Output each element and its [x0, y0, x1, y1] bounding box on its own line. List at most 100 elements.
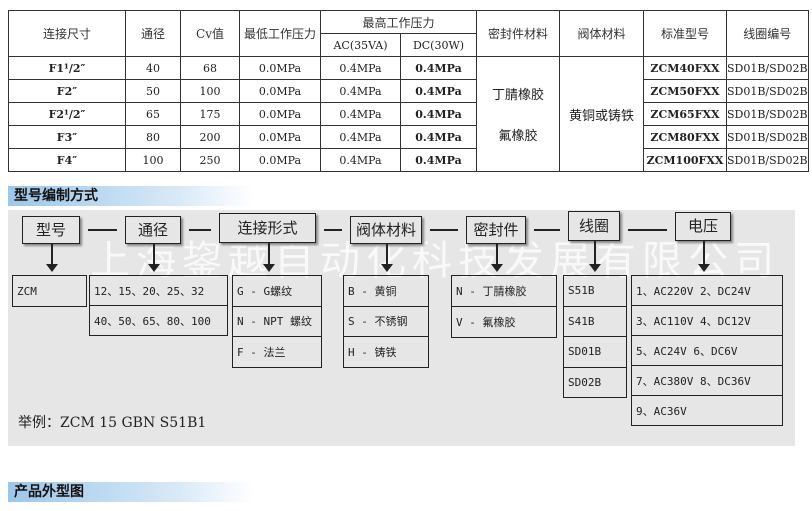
header-cv: Cv值 — [180, 10, 240, 57]
arrow-down-icon — [589, 241, 601, 272]
example-text: 举例：ZCM 15 GBN S51B1 — [18, 415, 207, 431]
cell-dc: 0.4MPa — [400, 125, 477, 149]
seal-fkm: 氟橡胶 — [498, 129, 538, 144]
head-seal: 密封件 — [466, 216, 526, 244]
header-coil: 线圈编号 — [726, 10, 809, 57]
cell-cv: 100 — [180, 79, 240, 103]
cell-bore: 50 — [125, 79, 181, 103]
cell-cv: 250 — [180, 148, 240, 172]
cell-model: ZCM65FXX — [643, 102, 727, 126]
head-model: 型号 — [22, 216, 80, 244]
cell-cv: 200 — [180, 125, 240, 149]
cell-size: F3″ — [8, 125, 126, 149]
seal-option: N - 丁腈橡胶 — [451, 275, 557, 307]
cell-dc: 0.4MPa — [400, 79, 477, 103]
cell-size: F1¹/2″ — [8, 56, 126, 80]
coding-section-title: 型号编制方式 — [8, 186, 254, 206]
cell-bore: 100 — [125, 148, 181, 172]
cell-min: 0.0MPa — [239, 79, 321, 103]
cell-min: 0.0MPa — [239, 56, 321, 80]
cell-size: F4″ — [8, 148, 126, 172]
head-body: 阀体材料 — [350, 216, 422, 244]
cell-coil: SD01B/SD02B — [726, 102, 809, 126]
arrow-down-icon — [491, 244, 503, 272]
coil-option: S41B — [563, 305, 627, 337]
seal-option: V - 氟橡胶 — [451, 306, 557, 338]
watermark: 上海鋆越自动化科技发展有限公司 — [90, 238, 780, 284]
cell-model: ZCM100FXX — [643, 148, 727, 172]
head-voltage: 电压 — [675, 212, 731, 241]
voltage-option: 1、AC220V 2、DC24V — [631, 275, 783, 306]
arrow-down-icon — [381, 244, 393, 272]
head-bore: 通径 — [125, 216, 181, 244]
voltage-option: 3、AC110V 4、DC12V — [631, 305, 783, 336]
coding-panel — [8, 210, 795, 446]
coil-option: S51B — [563, 275, 627, 307]
connector-line — [628, 229, 667, 231]
body-option: B - 黄铜 — [343, 275, 429, 307]
cell-ac: 0.4MPa — [320, 79, 401, 103]
seal-cell: 丁腈橡胶氟橡胶 — [476, 56, 560, 172]
voltage-option: 9、AC36V — [631, 395, 783, 426]
cell-dc: 0.4MPa — [400, 56, 477, 80]
cell-dc: 0.4MPa — [400, 148, 477, 172]
arrow-down-icon — [698, 241, 710, 272]
appearance-section-title: 产品外型图 — [8, 482, 254, 502]
connector-line — [534, 229, 560, 231]
cell-ac: 0.4MPa — [320, 102, 401, 126]
arrow-down-icon — [46, 244, 58, 272]
cell-coil: SD01B/SD02B — [726, 79, 809, 103]
head-coil: 线圈 — [568, 211, 620, 241]
header-dc: DC(30W) — [400, 33, 477, 57]
coil-option: SD01B — [563, 336, 627, 368]
header-bore: 通径 — [125, 10, 181, 57]
header-ac: AC(35VA) — [320, 33, 401, 57]
cell-min: 0.0MPa — [239, 125, 321, 149]
coil-option: SD02B — [563, 366, 627, 398]
cell-coil: SD01B/SD02B — [726, 148, 809, 172]
body-option: H - 铸铁 — [343, 336, 429, 368]
connector-line — [324, 229, 342, 231]
cell-min: 0.0MPa — [239, 102, 321, 126]
cell-size: F2¹/2″ — [8, 102, 126, 126]
cell-size: F2″ — [8, 79, 126, 103]
body-cell: 黄铜或铸铁 — [559, 56, 644, 172]
connector-line — [189, 229, 211, 231]
cell-cv: 68 — [180, 56, 240, 80]
header-max-pressure: 最高工作压力 — [320, 10, 477, 34]
header-model: 标准型号 — [643, 10, 727, 57]
header-min-pressure: 最低工作压力 — [239, 10, 321, 57]
cell-coil: SD01B/SD02B — [726, 125, 809, 149]
arrow-down-icon — [148, 244, 160, 272]
body-option: S - 不锈钢 — [343, 305, 429, 337]
voltage-option: 7、AC380V 8、DC36V — [631, 365, 783, 396]
connector-line — [88, 229, 117, 231]
cell-model: ZCM40FXX — [643, 56, 727, 80]
bore-option: 12、15、20、25、32 — [89, 275, 228, 306]
spec-table: 连接尺寸 通径 Cv值 最低工作压力 最高工作压力 密封件材料 阀体材料 标准型… — [8, 10, 809, 172]
header-body: 阀体材料 — [559, 10, 644, 57]
header-size: 连接尺寸 — [8, 10, 126, 57]
cell-model: ZCM50FXX — [643, 79, 727, 103]
cell-ac: 0.4MPa — [320, 56, 401, 80]
model-option: ZCM — [12, 275, 87, 307]
head-connection: 连接形式 — [219, 213, 316, 243]
cell-ac: 0.4MPa — [320, 125, 401, 149]
connection-option: G - G螺纹 — [232, 275, 322, 307]
connection-option: F - 法兰 — [232, 336, 322, 368]
cell-model: ZCM80FXX — [643, 125, 727, 149]
cell-bore: 80 — [125, 125, 181, 149]
connection-option: N - NPT 螺纹 — [232, 305, 322, 337]
cell-ac: 0.4MPa — [320, 148, 401, 172]
arrow-down-icon — [262, 243, 275, 272]
seal-nbr: 丁腈橡胶 — [491, 88, 544, 103]
voltage-option: 5、AC24V 6、DC6V — [631, 335, 783, 366]
bore-option: 40、50、65、80、100 — [89, 305, 228, 336]
cell-bore: 40 — [125, 56, 181, 80]
header-seal: 密封件材料 — [476, 10, 560, 57]
